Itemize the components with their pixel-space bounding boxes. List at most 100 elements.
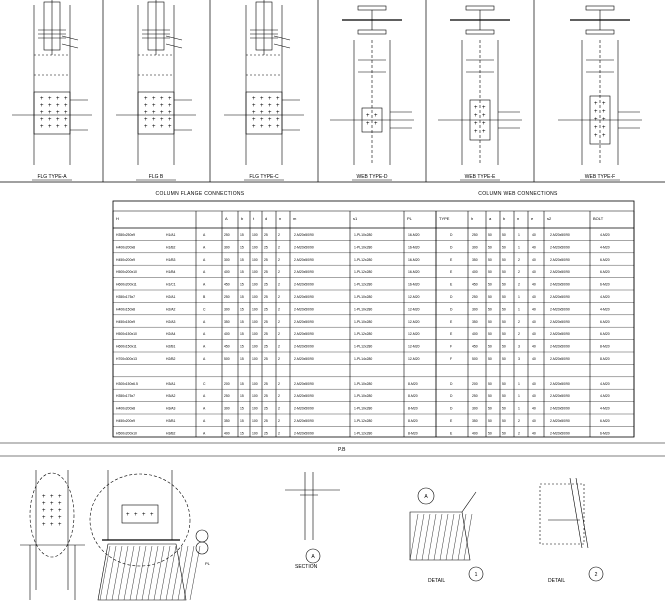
table-header-cell: TYPE bbox=[439, 216, 450, 221]
table-cell: 40 bbox=[532, 270, 536, 274]
table-cell: 2-M20x50/90 bbox=[294, 431, 314, 435]
table-cell: 2-M20x50/90 bbox=[550, 295, 570, 299]
bolt-mark: + bbox=[260, 103, 264, 109]
table-cell: 1-PL12x280 bbox=[354, 283, 372, 287]
table-cell: 1 bbox=[518, 382, 520, 386]
table-cell: 100 bbox=[252, 382, 258, 386]
table-cell: 50 bbox=[502, 407, 506, 411]
table-cell: 250 bbox=[224, 295, 230, 299]
table-cell: A bbox=[203, 270, 206, 274]
table-cell: 12-M20 bbox=[408, 320, 420, 324]
table-cell: 1-PL10x280 bbox=[354, 233, 372, 237]
table-cell: 50 bbox=[488, 270, 492, 274]
table-header-cell: H bbox=[116, 216, 119, 221]
table-cell: 2 bbox=[278, 332, 280, 336]
table-cell: 300 bbox=[472, 307, 478, 311]
table-cell: 2-M20x50/90 bbox=[550, 258, 570, 262]
table-cell: 6-M20 bbox=[600, 283, 610, 287]
table-cell: 16-M20 bbox=[408, 283, 420, 287]
bolt-mark: + bbox=[366, 121, 370, 127]
bolt-mark: + bbox=[482, 113, 486, 119]
table-header-cell: t bbox=[253, 216, 255, 221]
table-cell: 40 bbox=[532, 431, 536, 435]
table-header-cell: s2 bbox=[547, 216, 552, 221]
table-cell: 2-M20x50/90 bbox=[294, 270, 314, 274]
table-cell: 100 bbox=[252, 283, 258, 287]
table-cell: 1 bbox=[518, 295, 520, 299]
table-cell: 350 bbox=[472, 320, 478, 324]
table-cell: 40 bbox=[532, 295, 536, 299]
table-cell: 450 bbox=[472, 345, 478, 349]
table-cell: E bbox=[450, 258, 453, 262]
table-cell: 50 bbox=[502, 345, 506, 349]
bolt-mark: + bbox=[58, 501, 62, 507]
table-cell: A bbox=[203, 245, 206, 249]
bolt-mark: + bbox=[482, 129, 486, 135]
detail-label: DETAIL bbox=[428, 578, 445, 584]
table-cell: F bbox=[450, 345, 452, 349]
bolt-mark: + bbox=[168, 117, 172, 123]
table-cell: 2-M20x50/90 bbox=[550, 431, 570, 435]
table-cell: 1-PL10x280 bbox=[354, 382, 372, 386]
table-cell: 250 bbox=[472, 295, 478, 299]
table-cell: 40 bbox=[532, 394, 536, 398]
table-cell: 2-M20x50/90 bbox=[294, 295, 314, 299]
bolt-mark: + bbox=[64, 110, 68, 116]
table-header-cell: b bbox=[503, 216, 506, 221]
detail-tag: 1 bbox=[475, 572, 478, 578]
table-cell: 200 bbox=[472, 382, 478, 386]
table-cell: 12-M20 bbox=[408, 357, 420, 361]
table-cell: 15 bbox=[240, 382, 244, 386]
table-cell: 100 bbox=[252, 245, 258, 249]
bolt-mark: + bbox=[276, 117, 280, 123]
bolt-mark: + bbox=[366, 113, 370, 119]
table-cell: H2/A4 bbox=[166, 332, 176, 336]
bolt-mark: + bbox=[602, 101, 606, 107]
table-cell: 400 bbox=[472, 270, 478, 274]
table-cell: 50 bbox=[502, 307, 506, 311]
table-cell: 25 bbox=[264, 307, 268, 311]
bolt-mark: + bbox=[474, 121, 478, 127]
bolt-mark: + bbox=[594, 109, 598, 115]
table-cell: 50 bbox=[502, 431, 506, 435]
table-cell: 15 bbox=[240, 270, 244, 274]
table-cell: H400x200x8 bbox=[116, 407, 135, 411]
table-cell: 6-M20 bbox=[600, 332, 610, 336]
table-cell: 2-M20x50/90 bbox=[550, 394, 570, 398]
bolt-mark: + bbox=[594, 125, 598, 131]
table-cell: 40 bbox=[532, 345, 536, 349]
table-cell: 1-PL12x280 bbox=[354, 258, 372, 262]
table-cell: H300x150x6.5 bbox=[116, 382, 138, 386]
table-cell: 2-M20x50/90 bbox=[294, 382, 314, 386]
table-cell: 2 bbox=[278, 407, 280, 411]
table-header-cell: n bbox=[279, 216, 281, 221]
table-cell: H3/B1 bbox=[166, 419, 176, 423]
table-cell: 40 bbox=[532, 245, 536, 249]
table-cell: H1/C1 bbox=[166, 283, 176, 287]
table-cell: 6-M20 bbox=[600, 320, 610, 324]
bolt-mark: + bbox=[168, 124, 172, 130]
panel-caption: WEB TYPE-D bbox=[356, 174, 387, 180]
table-cell: 100 bbox=[252, 357, 258, 361]
table-cell: 350 bbox=[472, 419, 478, 423]
table-cell: 50 bbox=[488, 320, 492, 324]
table-cell: 8-M20 bbox=[408, 419, 418, 423]
bolt-mark: + bbox=[474, 105, 478, 111]
bolt-mark: + bbox=[64, 96, 68, 102]
table-cell: A bbox=[203, 233, 206, 237]
bolt-mark: + bbox=[152, 110, 156, 116]
table-header-cell: PL bbox=[407, 216, 413, 221]
table-cell: 2-M20x50/90 bbox=[294, 419, 314, 423]
table-cell: 1 bbox=[518, 307, 520, 311]
table-cell: 25 bbox=[264, 345, 268, 349]
bolt-mark: + bbox=[58, 515, 62, 521]
table-cell: 300 bbox=[224, 307, 230, 311]
bolt-mark: + bbox=[276, 96, 280, 102]
panel-caption: WEB TYPE-E bbox=[465, 174, 496, 180]
bolt-mark: + bbox=[150, 512, 154, 518]
bolt-mark: + bbox=[48, 124, 52, 130]
table-cell: H3/B2 bbox=[166, 431, 176, 435]
table-cell: 300 bbox=[472, 407, 478, 411]
